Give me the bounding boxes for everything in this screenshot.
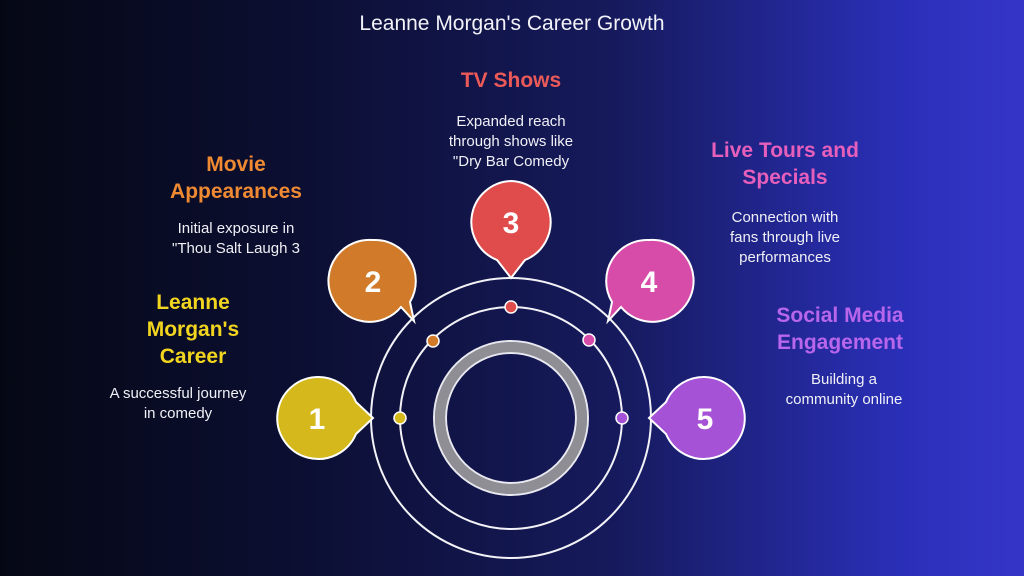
stage-number-1: 1	[309, 403, 326, 436]
stage-title-4: Live Tours and Specials	[711, 139, 859, 189]
stage-desc-5: Building a community online	[785, 371, 903, 408]
stage-number-5: 5	[697, 403, 714, 436]
stage-title-2: Movie Appearances	[170, 153, 302, 203]
stage-bubble-5: 5	[647, 375, 746, 460]
ring-dot-3	[504, 300, 518, 314]
stage-number-4: 4	[641, 266, 658, 299]
ring-dot-2	[426, 334, 440, 348]
stage-desc-1: A successful journey in comedy	[109, 385, 247, 422]
stage-bubble-2: 2	[327, 238, 417, 325]
stage-title-5: Social Media Engagement	[776, 304, 904, 354]
stage-bubble-3: 3	[470, 179, 552, 280]
ring-dot-4	[582, 333, 596, 347]
center-ring	[435, 342, 587, 494]
stage-number-2: 2	[365, 266, 382, 299]
center-ring-inline	[445, 352, 577, 484]
stage-title-3: TV Shows	[460, 69, 562, 92]
center-ring-outline	[433, 340, 589, 496]
ring-dot-5	[615, 411, 629, 425]
diagram-title: Leanne Morgan's Career Growth	[359, 12, 665, 35]
stage-desc-3: Expanded reach through shows like "Dry B…	[448, 113, 574, 170]
stage-desc-4: Connection with fans through live perfor…	[729, 209, 841, 266]
stage-title-1: Leanne Morgan's Career	[146, 291, 240, 368]
stage-bubble-1: 1	[276, 375, 375, 460]
stage-bubble-4: 4	[605, 238, 695, 325]
ring-dot-1	[393, 411, 407, 425]
stage-number-3: 3	[503, 207, 520, 240]
stage-desc-2: Initial exposure in "Thou Salt Laugh 3	[172, 220, 300, 257]
